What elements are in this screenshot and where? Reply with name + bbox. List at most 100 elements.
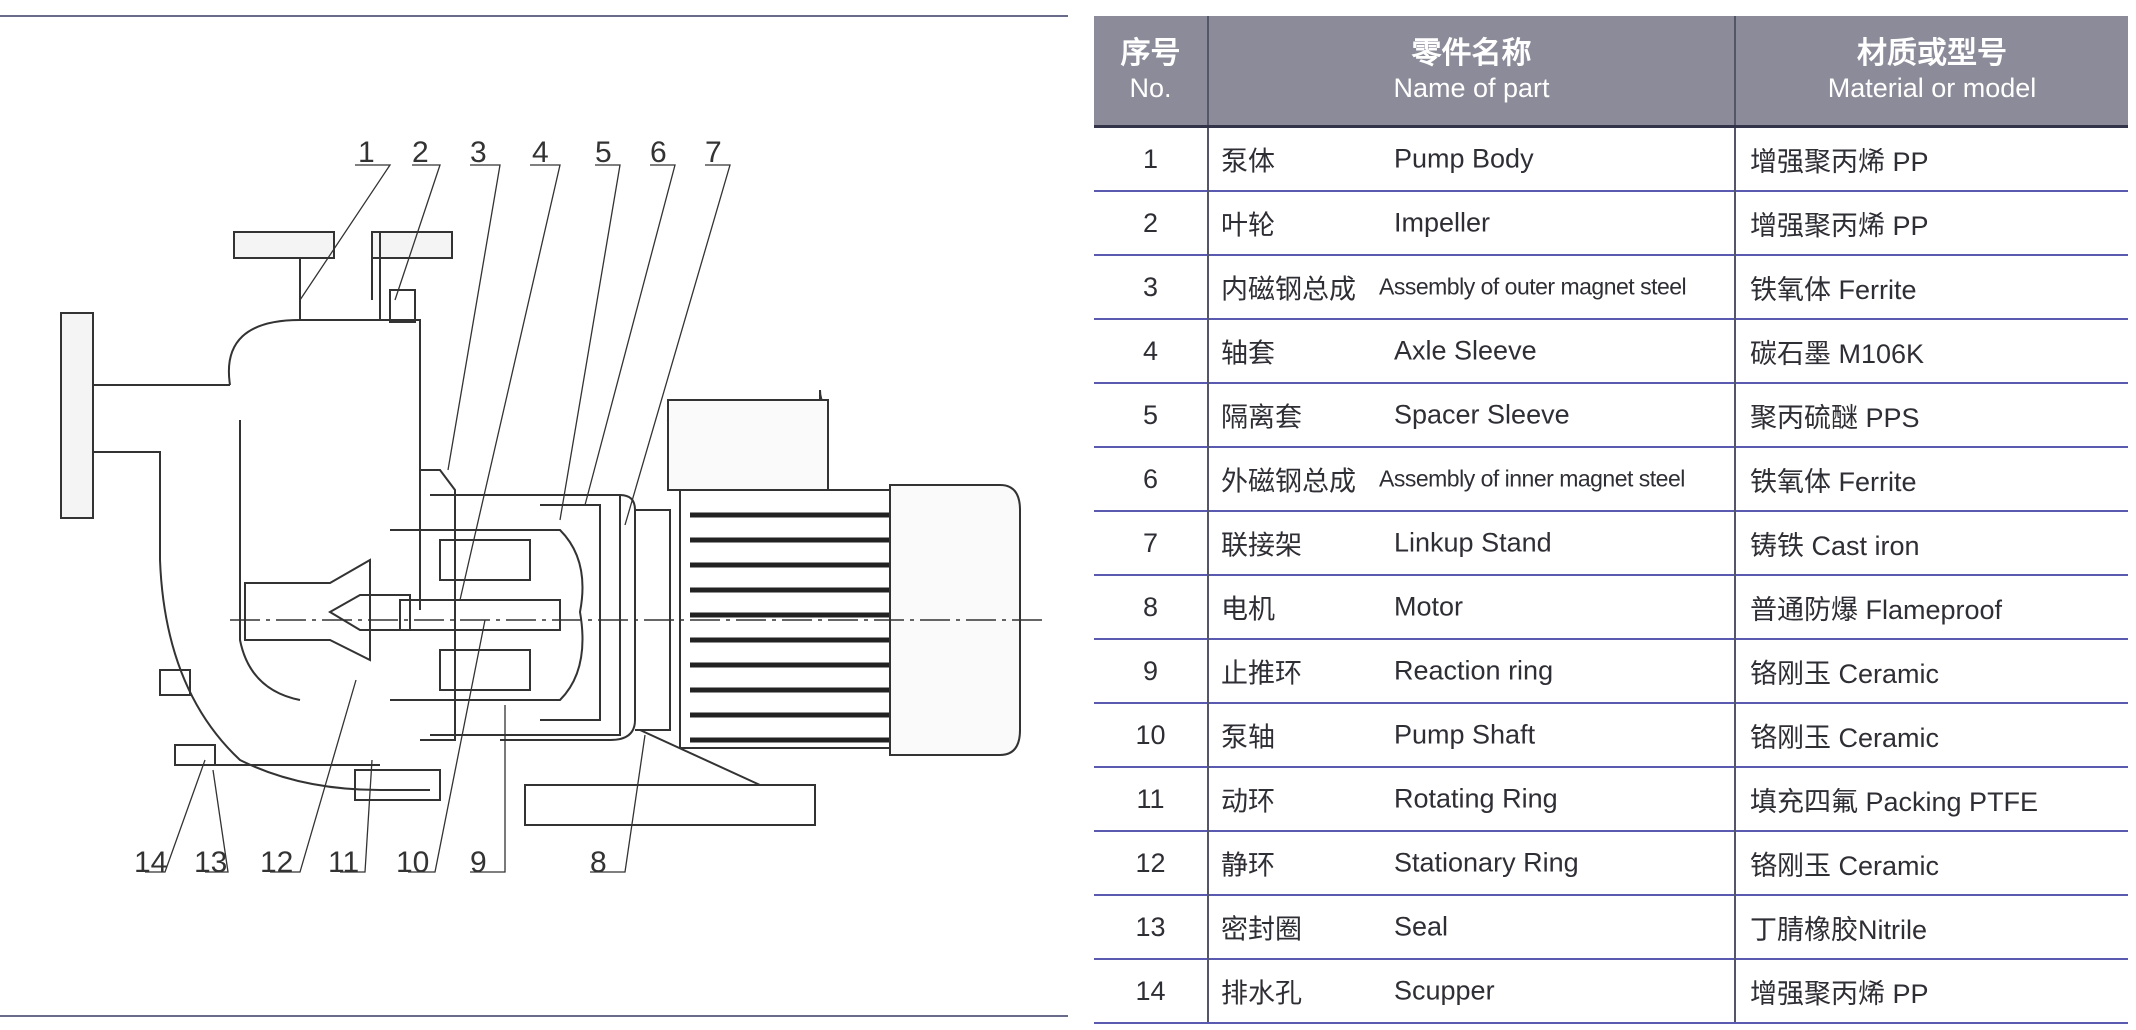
callout-11: 11	[328, 846, 359, 879]
header-no-en: No.	[1129, 73, 1172, 104]
part-name-en: Scupper	[1394, 975, 1495, 1006]
callout-8: 8	[590, 846, 607, 879]
part-name-cn: 排水孔	[1221, 978, 1302, 1009]
table-row: 3 内磁钢总成 Assembly of outer magnet steel 铁氧体 …	[1094, 254, 2128, 319]
header-name-cn: 零件名称	[1411, 37, 1532, 71]
cell-material: 铁氧体 Ferrite	[1735, 254, 2128, 319]
callout-labels: 1 2 3 4 5 6 7 14 13 12 11 10 9 8	[134, 136, 722, 879]
part-name-en: Axle Sleeve	[1394, 335, 1537, 366]
cell-no: 4	[1094, 318, 1209, 383]
callout-6: 6	[650, 136, 667, 169]
callout-1: 1	[358, 136, 375, 169]
cell-part-name: 叶轮 Impeller	[1208, 190, 1736, 255]
cell-no: 2	[1094, 190, 1209, 255]
part-name-cn: 隔离套	[1221, 402, 1302, 433]
callout-10: 10	[396, 846, 429, 879]
header-material-cn: 材质或型号	[1857, 37, 2007, 71]
cell-no: 13	[1094, 894, 1209, 959]
part-name-cn: 叶轮	[1221, 210, 1275, 241]
cell-material: 丁腈橡胶Nitrile	[1735, 894, 2128, 959]
cell-material: 碳石墨 M106K	[1735, 318, 2128, 383]
part-name-en: Assembly of outer magnet steel	[1379, 273, 1687, 300]
callout-12: 12	[260, 846, 293, 879]
cell-material: 填充四氟 Packing PTFE	[1735, 766, 2128, 831]
part-name-en: Impeller	[1394, 207, 1491, 238]
part-name-cn: 止推环	[1221, 658, 1302, 689]
part-name-cn: 内磁钢总成	[1221, 274, 1356, 305]
part-name-cn: 密封圈	[1221, 914, 1302, 945]
part-name-en: Pump Shaft	[1394, 719, 1536, 750]
part-name-cn: 轴套	[1221, 338, 1275, 369]
cell-material: 增强聚丙烯 PP	[1735, 190, 2128, 255]
bottom-rule	[0, 1015, 1068, 1017]
header-material-en: Material or model	[1827, 73, 2037, 104]
cell-no: 11	[1094, 766, 1209, 831]
header-name-en: Name of part	[1393, 73, 1550, 104]
callout-3: 3	[470, 136, 487, 169]
cell-no: 9	[1094, 638, 1209, 703]
cell-no: 5	[1094, 382, 1209, 447]
cell-part-name: 止推环 Reaction ring	[1208, 638, 1736, 703]
part-name-en: Stationary Ring	[1394, 847, 1579, 878]
callout-5: 5	[595, 136, 612, 169]
callout-2: 2	[412, 136, 429, 169]
callout-14: 14	[134, 846, 167, 879]
impeller-and-magnets	[244, 494, 621, 736]
part-name-en: Assembly of inner magnet steel	[1379, 465, 1685, 492]
callout-4: 4	[532, 136, 549, 169]
cell-no: 14	[1094, 958, 1209, 1024]
base	[524, 729, 816, 826]
part-name-en: Rotating Ring	[1394, 783, 1558, 814]
table-row: 9 止推环 Reaction ring 铬刚玉 Ceramic	[1094, 638, 2128, 703]
cell-material: 铁氧体 Ferrite	[1735, 446, 2128, 511]
part-name-en: Reaction ring	[1394, 655, 1554, 686]
callout-9: 9	[470, 846, 487, 879]
table-row: 2 叶轮 Impeller 增强聚丙烯 PP	[1094, 190, 2128, 255]
cell-material: 聚丙硫醚 PPS	[1735, 382, 2128, 447]
linkup-stand	[440, 494, 671, 741]
cell-material: 铬刚玉 Ceramic	[1735, 830, 2128, 895]
cell-material: 铸铁 Cast iron	[1735, 510, 2128, 575]
callout-leaders	[145, 164, 731, 873]
cell-no: 3	[1094, 254, 1209, 319]
cell-material: 增强聚丙烯 PP	[1735, 125, 2128, 191]
cell-material: 铬刚玉 Ceramic	[1735, 638, 2128, 703]
cell-part-name: 轴套 Axle Sleeve	[1208, 318, 1736, 383]
pump-cross-section-diagram: 1 2 3 4 5 6 7 14 13 12 11 10 9 8	[60, 136, 1045, 879]
part-name-en: Linkup Stand	[1394, 527, 1552, 558]
part-name-en: Motor	[1394, 591, 1464, 622]
cell-no: 7	[1094, 510, 1209, 575]
table-row: 4 轴套 Axle Sleeve 碳石墨 M106K	[1094, 318, 2128, 383]
header-no-cn: 序号	[1120, 37, 1181, 71]
callout-7: 7	[705, 136, 722, 169]
cell-no: 6	[1094, 446, 1209, 511]
part-name-cn: 静环	[1221, 850, 1275, 881]
part-name-en: Pump Body	[1394, 143, 1534, 174]
top-rule	[0, 15, 1068, 17]
cell-part-name: 泵轴 Pump Shaft	[1208, 702, 1736, 767]
cell-no: 12	[1094, 830, 1209, 895]
cell-no: 1	[1094, 125, 1209, 191]
table-row: 14 排水孔 Scupper 增强聚丙烯 PP	[1094, 958, 2128, 1024]
motor	[666, 389, 1021, 756]
cell-material: 增强聚丙烯 PP	[1735, 958, 2128, 1024]
cell-part-name: 内磁钢总成 Assembly of outer magnet steel	[1208, 254, 1736, 319]
part-name-cn: 泵轴	[1221, 722, 1275, 753]
cell-part-name: 静环 Stationary Ring	[1208, 830, 1736, 895]
